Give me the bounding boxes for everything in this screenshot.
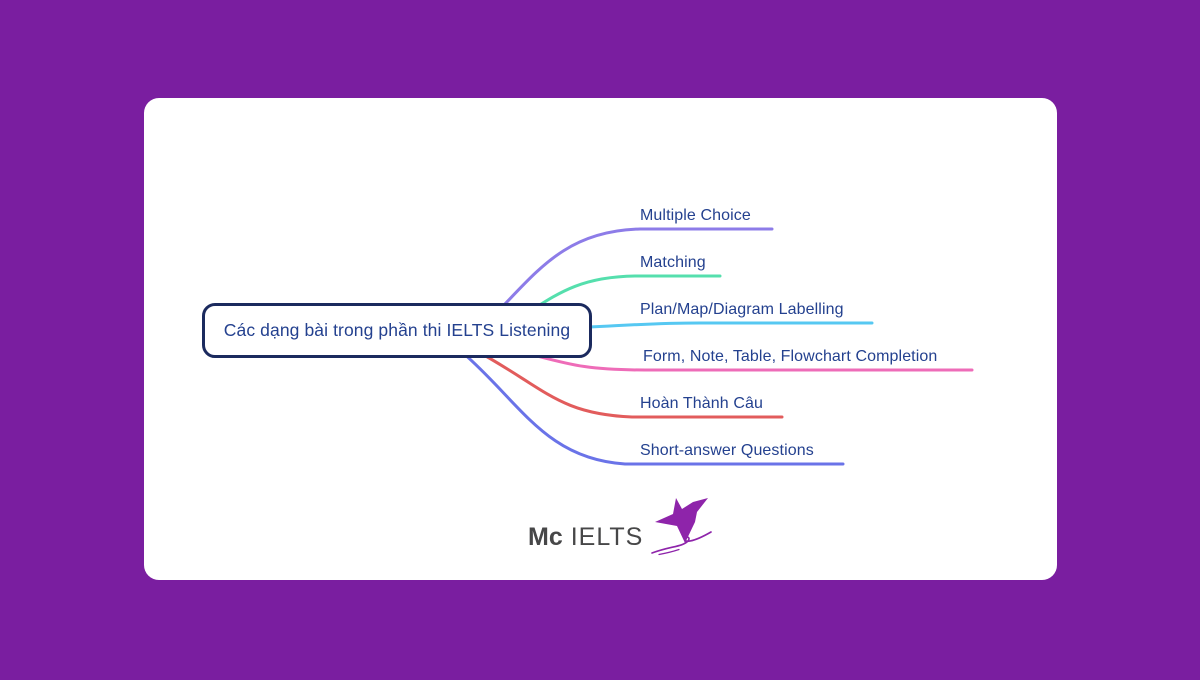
hummingbird-icon — [651, 498, 713, 556]
logo-text-mc: Mc — [528, 522, 563, 551]
branch-label-short-answer: Short-answer Questions — [640, 442, 814, 459]
branch-label-hoan-thanh-cau: Hoàn Thành Câu — [640, 395, 763, 412]
central-topic-node: Các dạng bài trong phần thi IELTS Listen… — [202, 303, 592, 358]
logo-text-ielts: IELTS — [570, 522, 644, 551]
hummingbird-swoosh-tail — [658, 548, 680, 556]
mc-ielts-logo: Mc IELTS — [528, 498, 715, 561]
logo-text: Mc IELTS — [528, 523, 643, 552]
branch-label-plan-map-diagram: Plan/Map/Diagram Labelling — [640, 301, 844, 318]
hummingbird-body — [655, 498, 709, 543]
branch-label-matching: Matching — [640, 254, 706, 271]
hummingbird-swoosh — [651, 531, 713, 554]
branch-label-multiple-choice: Multiple Choice — [640, 207, 751, 224]
branch-label-form-note-table: Form, Note, Table, Flowchart Completion — [643, 348, 938, 365]
central-topic-label: Các dạng bài trong phần thi IELTS Listen… — [223, 320, 571, 340]
